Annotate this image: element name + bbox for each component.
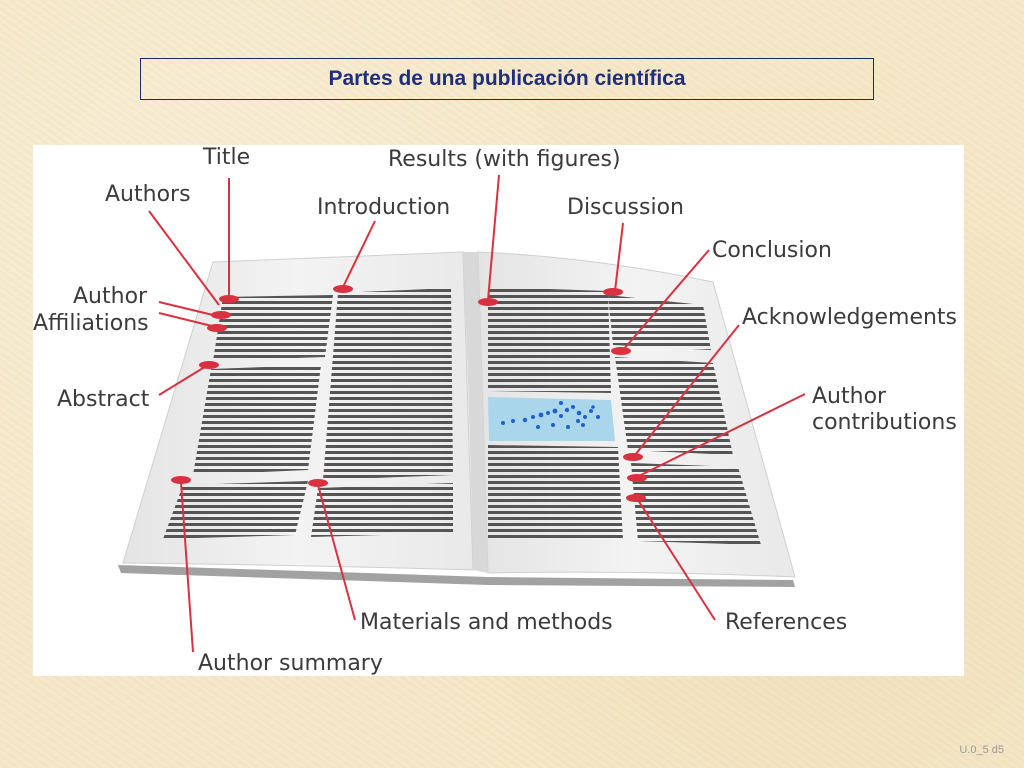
label-author-summary: Author summary — [198, 651, 383, 676]
label-author-contributions-line2: contributions — [812, 410, 957, 435]
label-results: Results (with figures) — [388, 147, 621, 172]
pointer-lines — [148, 174, 806, 653]
label-discussion: Discussion — [567, 195, 684, 220]
label-introduction: Introduction — [317, 195, 450, 220]
conclusion-pointer-dot — [611, 347, 631, 355]
slide-title-box: Partes de una publicación científica — [140, 58, 874, 100]
label-author-contributions-line1: Author — [812, 384, 887, 409]
book-shadow — [118, 565, 795, 587]
title-pointer-dot — [219, 295, 239, 303]
abstract-pointer-dot — [199, 361, 219, 369]
label-authors: Authors — [105, 182, 191, 207]
affiliation-pointer-dot-2 — [207, 324, 227, 332]
slide-footer: U.0_5 d5 — [959, 744, 1004, 756]
label-author-affiliations-line2: Affiliations — [33, 311, 149, 336]
discussion-pointer-dot — [603, 288, 623, 296]
label-author-affiliations-line1: Author — [73, 284, 148, 309]
author-contributions-pointer-dot — [627, 474, 647, 482]
label-abstract: Abstract — [57, 387, 150, 412]
affiliation-pointer-dot — [211, 311, 231, 319]
materials-methods-pointer-dot — [308, 479, 328, 487]
references-pointer-dot — [626, 494, 646, 502]
label-acknowledgements: Acknowledgements — [742, 305, 957, 330]
slide-title: Partes de una publicación científica — [328, 67, 686, 90]
results-figure — [488, 397, 615, 441]
label-materials-methods: Materials and methods — [360, 610, 613, 635]
paper-parts-diagram: Title Authors Author Affiliations Abstra… — [33, 145, 964, 676]
label-conclusion: Conclusion — [712, 238, 832, 263]
book-spine — [463, 252, 488, 573]
pointer-dots — [171, 285, 647, 502]
introduction-pointer-dot — [333, 285, 353, 293]
label-references: References — [725, 610, 847, 635]
author-summary-pointer-dot — [171, 476, 191, 484]
results-pointer-dot — [478, 298, 498, 306]
label-title: Title — [202, 145, 250, 170]
left-page-text — [163, 288, 453, 539]
open-book-illustration: Title Authors Author Affiliations Abstra… — [33, 145, 957, 676]
acknowledgements-pointer-dot — [623, 453, 643, 461]
